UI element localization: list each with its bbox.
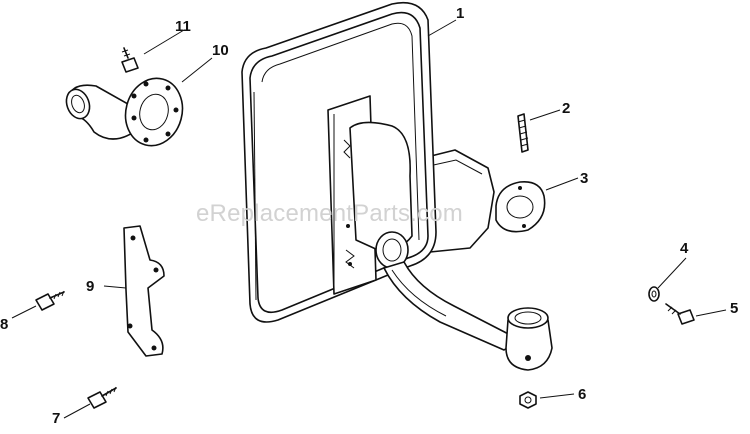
part-6-nut	[519, 391, 537, 409]
part-10-elbow	[65, 77, 184, 147]
watermark-text: eReplacementParts.com	[196, 200, 463, 227]
callout-5: 5	[730, 300, 739, 317]
part-11-screw	[121, 47, 139, 73]
callout-4: 4	[680, 240, 689, 257]
exhaust-pipe	[375, 231, 553, 371]
callout-11: 11	[175, 18, 191, 35]
part-4-washer	[648, 286, 660, 302]
leader-lines	[11, 19, 727, 419]
part-2-stud	[517, 113, 529, 153]
callout-6: 6	[578, 386, 587, 403]
callout-8: 8	[0, 316, 9, 333]
callout-3: 3	[580, 170, 589, 187]
callout-2: 2	[562, 100, 571, 117]
part-8-bolt	[35, 290, 65, 311]
part-5-bolt	[665, 303, 695, 325]
callout-1: 1	[456, 5, 465, 22]
callout-10: 10	[212, 42, 229, 59]
callout-9: 9	[86, 278, 95, 295]
callout-7: 7	[52, 410, 61, 427]
part-3-gasket	[495, 180, 546, 233]
part-9-bracket	[123, 225, 165, 357]
part-7-bolt	[87, 386, 117, 409]
